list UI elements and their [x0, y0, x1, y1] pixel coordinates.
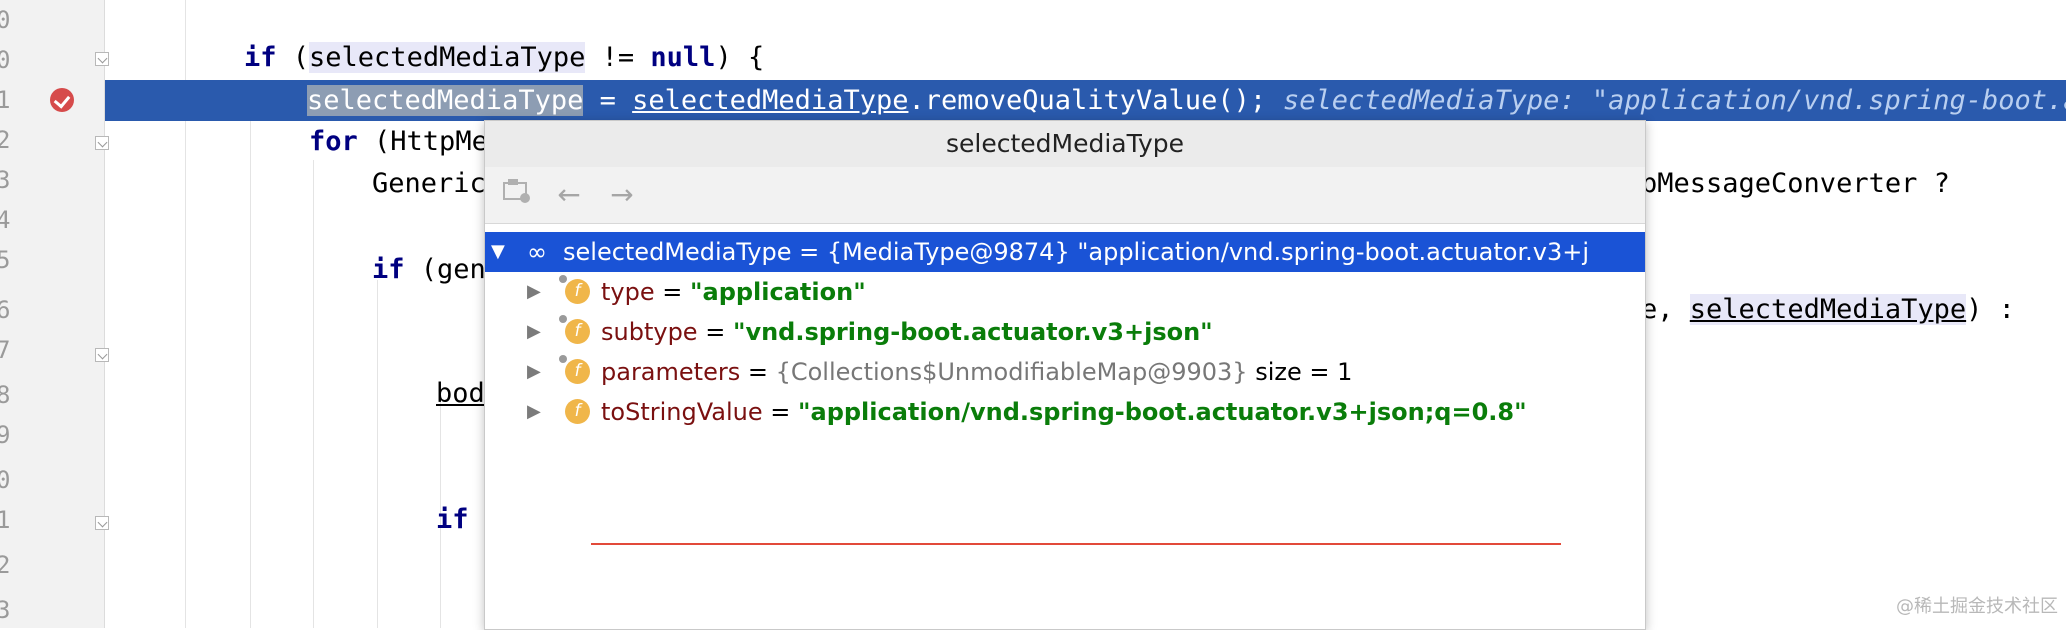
fold-toggle[interactable]: [95, 136, 109, 150]
field-value: "application": [690, 278, 866, 306]
variable-inspector-popup: selectedMediaType ← → ▼ ∞ selectedMediaT…: [484, 120, 1646, 630]
variable-reference[interactable]: selectedMediaType: [309, 42, 586, 73]
line-number: 6: [0, 296, 11, 324]
collapse-arrow-icon[interactable]: ▶: [527, 321, 541, 342]
field-name: type: [601, 278, 655, 306]
field-icon: f: [565, 279, 590, 304]
watermark: @稀土掘金技术社区: [1896, 596, 2058, 617]
line-number: 0: [0, 46, 11, 74]
line-number: 4: [0, 206, 11, 234]
tree-root-row[interactable]: ▼ ∞ selectedMediaType = {MediaType@9874}…: [485, 232, 1645, 272]
line-number: 5: [0, 246, 11, 274]
lock-icon: [559, 355, 567, 363]
code-line-tail: pMessageConverter ?: [1641, 168, 1950, 199]
field-value: {Collections$UnmodifiableMap@9903}: [775, 358, 1248, 386]
code-line: if (selectedMediaType != null) {: [244, 38, 764, 78]
collapse-arrow-icon[interactable]: ▶: [527, 361, 541, 382]
watch-glasses-icon: ∞: [527, 238, 547, 266]
line-number: 8: [0, 381, 11, 409]
line-number: 0: [0, 6, 11, 34]
keyword: for: [309, 126, 358, 157]
breakpoint-icon[interactable]: [50, 88, 74, 112]
indent-guide: [377, 280, 378, 628]
keyword: null: [650, 42, 716, 73]
line-number: 3: [0, 596, 11, 624]
tree-field-row[interactable]: ▶ f toStringValue = "application/vnd.spr…: [485, 392, 1645, 432]
tree-field-row[interactable]: ▶ f parameters = {Collections$Unmodifiab…: [485, 352, 1645, 392]
field-name: toStringValue: [601, 398, 763, 426]
forward-arrow-icon[interactable]: →: [610, 178, 634, 211]
code-token: ) :: [1966, 294, 2015, 325]
expand-arrow-icon[interactable]: ▼: [491, 241, 505, 262]
code-token: ) {: [715, 42, 765, 73]
field-eq: =: [697, 318, 733, 346]
code-line: Generic: [372, 168, 486, 199]
code-line: if (gen: [372, 250, 486, 290]
open-in-watches-icon[interactable]: [499, 177, 535, 213]
field-name: subtype: [601, 318, 698, 346]
field-value: "application/vnd.spring-boot.actuator.v3…: [798, 398, 1527, 426]
field-name: parameters: [601, 358, 741, 386]
code-token: !=: [585, 42, 651, 73]
indent-guide: [440, 400, 441, 628]
code-line-current: selectedMediaType = selectedMediaType.re…: [307, 80, 1266, 121]
lock-icon: [559, 275, 567, 283]
code-token: e,: [1641, 294, 1690, 325]
tree-field-row[interactable]: ▶ f subtype = "vnd.spring-boot.actuator.…: [485, 312, 1645, 352]
line-number: 2: [0, 551, 11, 579]
variable-reference[interactable]: selectedMediaType: [1689, 294, 1967, 325]
line-number: 1: [0, 86, 11, 114]
inline-debug-value: selectedMediaType: "application/vnd.spri…: [1283, 85, 2066, 116]
indent-guide: [313, 160, 314, 628]
field-eq: =: [654, 278, 690, 306]
field-size: size = 1: [1247, 358, 1353, 386]
field-eq: =: [762, 398, 798, 426]
root-variable-text: selectedMediaType = {MediaType@9874} "ap…: [563, 238, 1590, 266]
code-token: (HttpMe: [357, 126, 488, 157]
tree-field-row[interactable]: ▶ f type = "application": [485, 272, 1645, 312]
variable-tree: ▼ ∞ selectedMediaType = {MediaType@9874}…: [485, 232, 1645, 545]
popup-toolbar: ← →: [485, 167, 1645, 224]
variable-reference[interactable]: selectedMediaType: [632, 85, 909, 116]
line-number: 2: [0, 126, 11, 154]
line-number: 9: [0, 421, 11, 449]
code-line: bod: [436, 378, 485, 409]
line-number: 7: [0, 336, 11, 364]
popup-title: selectedMediaType: [485, 121, 1645, 167]
lock-icon: [559, 315, 567, 323]
field-icon: f: [565, 319, 590, 344]
value-changed-underline: [591, 543, 1561, 545]
line-number: 3: [0, 166, 11, 194]
field-eq: =: [740, 358, 776, 386]
indent-guide: [250, 100, 251, 628]
fold-toggle[interactable]: [95, 516, 109, 530]
field-icon: f: [565, 399, 590, 424]
line-number: 0: [0, 466, 11, 494]
fold-toggle[interactable]: [95, 348, 109, 362]
code-token: (: [276, 42, 310, 73]
keyword: if: [436, 504, 469, 535]
code-line: if: [436, 500, 469, 540]
keyword: if: [372, 254, 405, 285]
fold-toggle[interactable]: [95, 52, 109, 66]
code-token: (gen: [404, 254, 486, 285]
field-icon: f: [565, 359, 590, 384]
collapse-arrow-icon[interactable]: ▶: [527, 401, 541, 422]
gutter-border: [104, 0, 105, 628]
line-number: 1: [0, 506, 11, 534]
keyword: if: [244, 42, 277, 73]
variable-reference[interactable]: selectedMediaType: [307, 85, 584, 116]
field-value: "vnd.spring-boot.actuator.v3+json": [732, 318, 1213, 346]
back-arrow-icon[interactable]: ←: [557, 178, 581, 211]
code-token: =: [583, 85, 633, 116]
code-line: for (HttpMe: [309, 122, 488, 162]
indent-guide: [185, 0, 186, 628]
collapse-arrow-icon[interactable]: ▶: [527, 281, 541, 302]
method-call: .removeQualityValue();: [908, 85, 1267, 116]
code-line-tail: e, selectedMediaType) :: [1641, 290, 2015, 330]
